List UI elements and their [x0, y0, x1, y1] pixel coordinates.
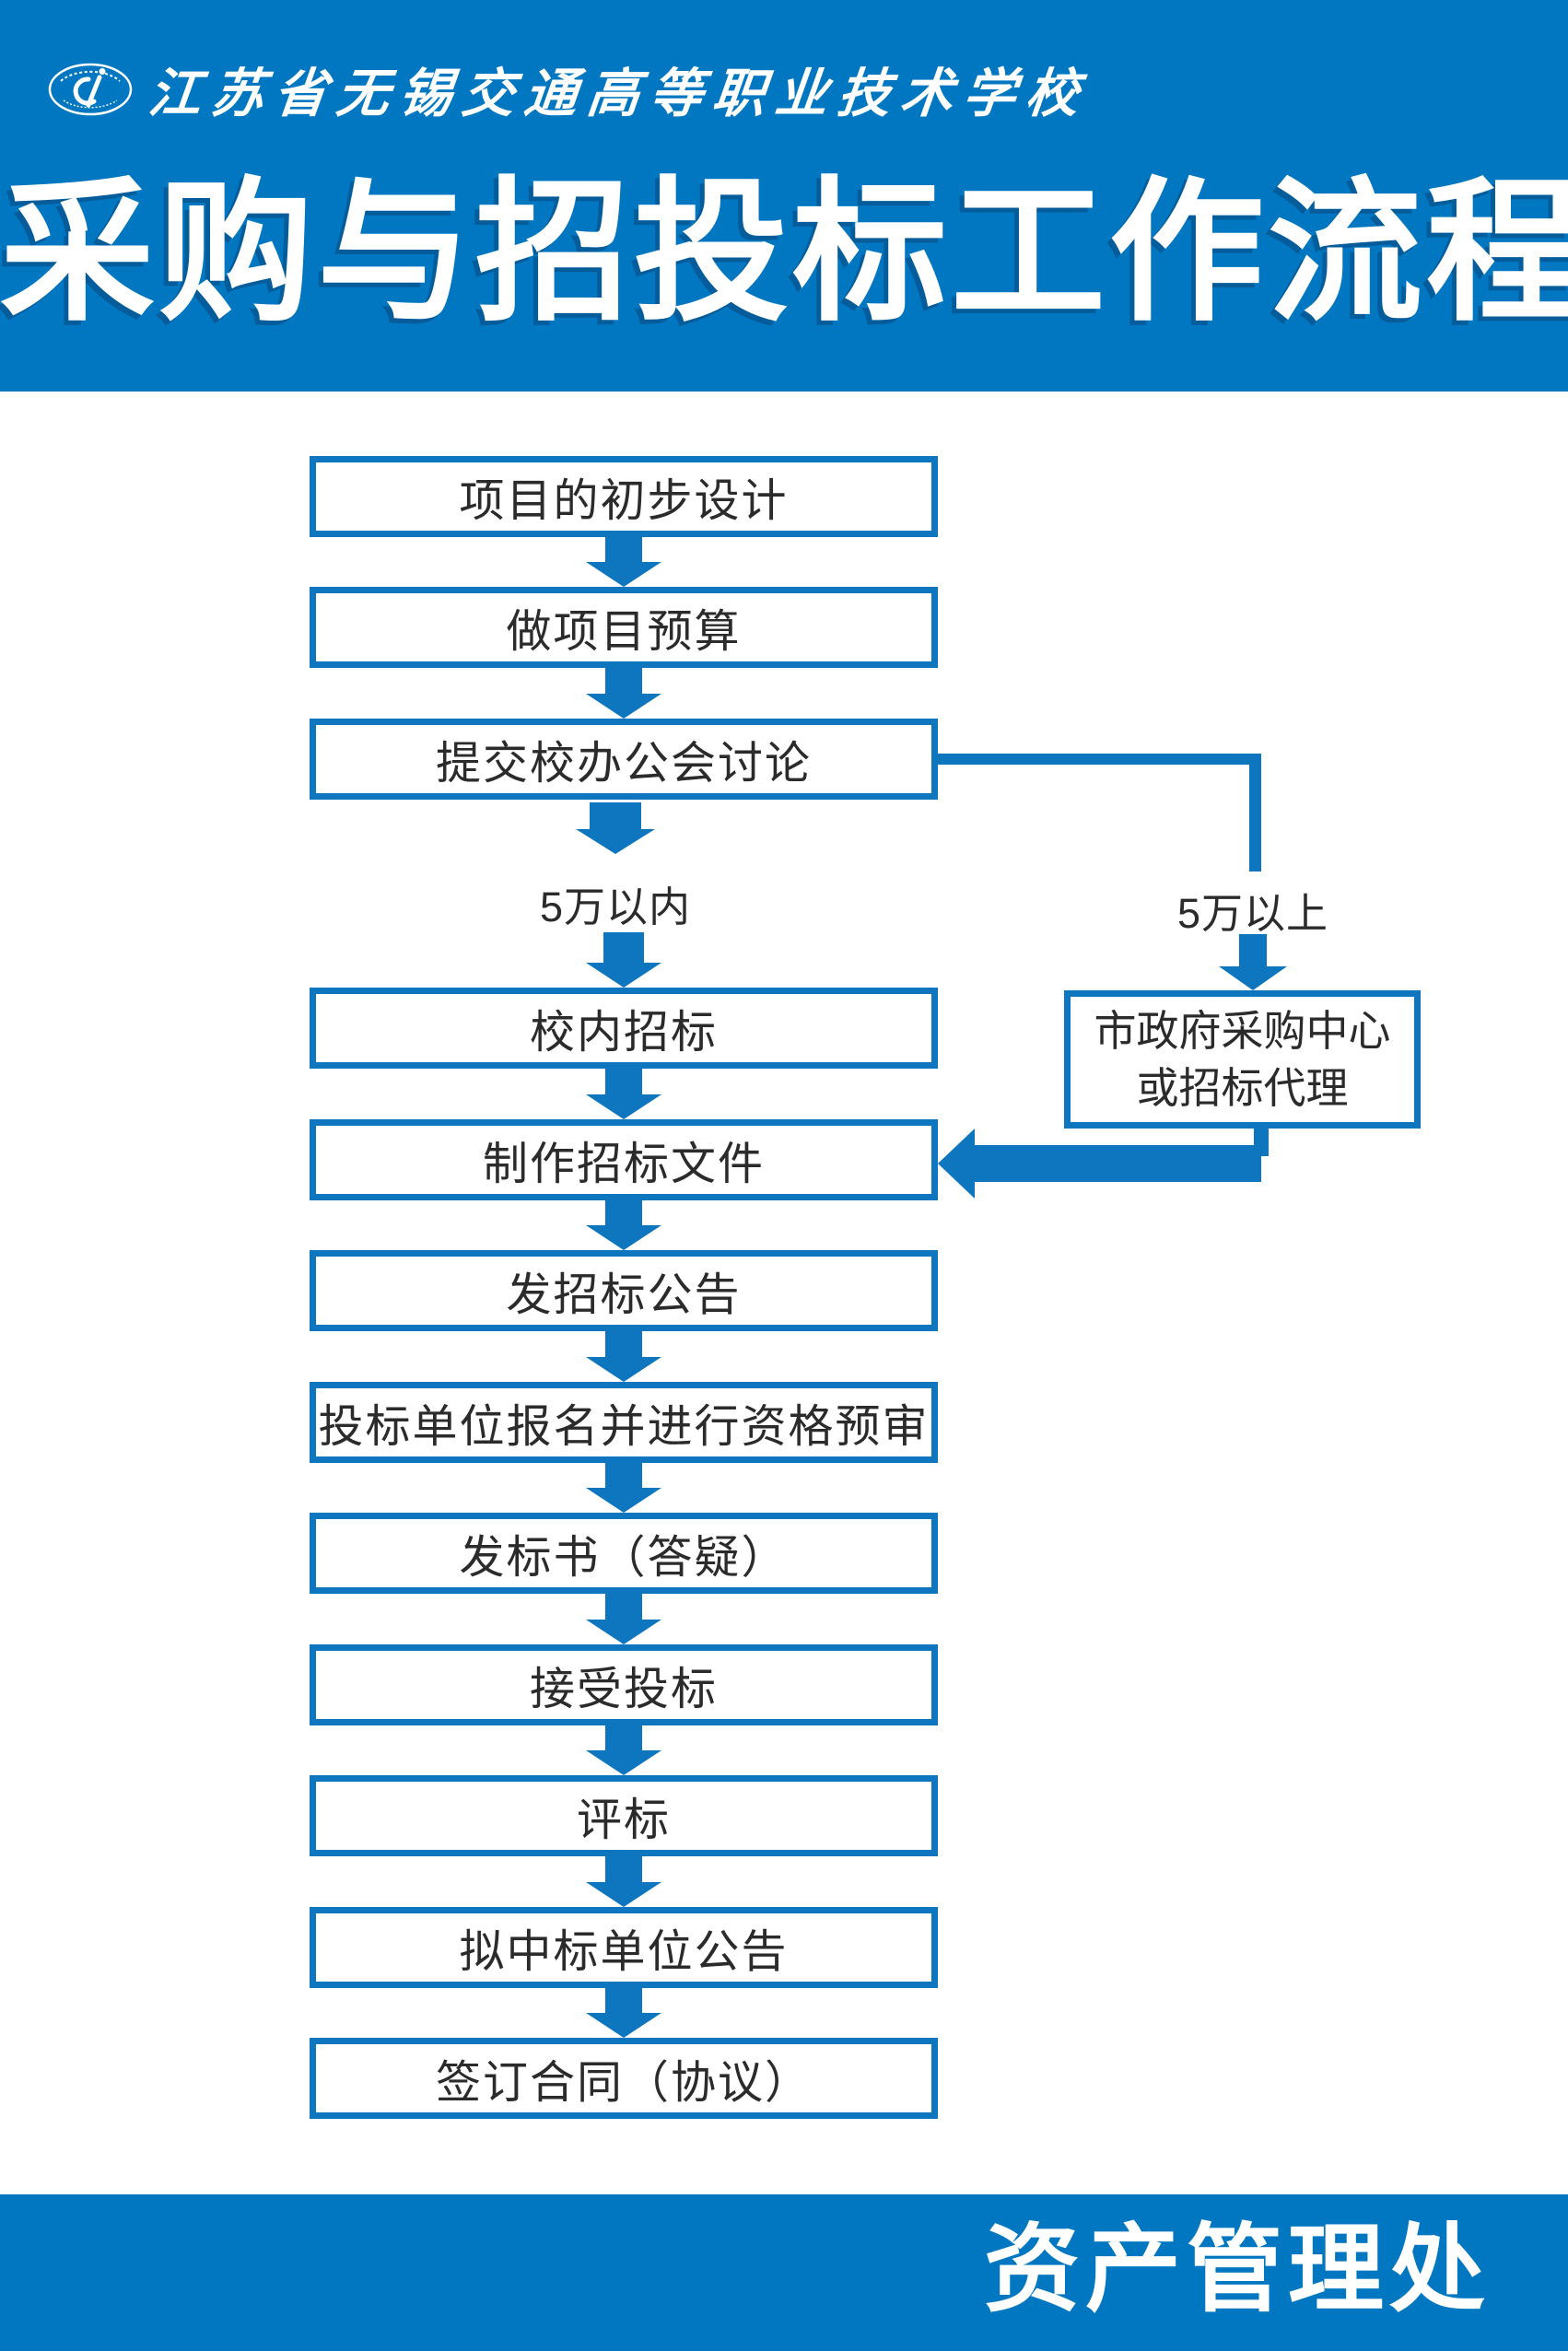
flow-step-sign-contract: 签订合同（协议）: [310, 2038, 938, 2119]
down-arrow: [586, 1856, 661, 1907]
header-band: 江苏省无锡交通高等职业技术学校 采购与招投标工作流程图: [0, 0, 1568, 392]
down-arrow: [586, 1594, 661, 1644]
flow-step-accept-bids: 接受投标: [310, 1644, 938, 1725]
flow-step-winner-notice: 拟中标单位公告: [310, 1907, 938, 1988]
school-logo-icon: [48, 63, 133, 116]
flow-step-evaluation: 评标: [310, 1775, 938, 1856]
branch-label-under-50k: 5万以内: [539, 883, 692, 930]
down-arrow: [1219, 934, 1287, 990]
flow-step-budget: 做项目预算: [310, 587, 938, 668]
branch-label-over-50k: 5万以上: [1176, 890, 1329, 937]
down-arrow: [586, 1725, 661, 1775]
left-arrow-head: [938, 1129, 975, 1199]
down-arrow: [586, 1200, 661, 1250]
flow-step-prequalification: 投标单位报名并进行资格预审: [310, 1382, 938, 1463]
page-title: 采购与招投标工作流程图: [0, 169, 1568, 340]
down-arrow: [586, 1988, 661, 2038]
department-name: 资产管理处: [983, 2217, 1491, 2323]
side-box-line1: 市政府采购中心: [1094, 1007, 1391, 1055]
connector-vertical-line: [1249, 754, 1261, 871]
left-arrow-shaft: [973, 1145, 1261, 1182]
flow-step-issue-bid-docs: 发标书（答疑）: [310, 1513, 938, 1594]
down-arrow: [576, 802, 655, 854]
down-arrow: [586, 668, 661, 719]
down-arrow: [586, 932, 661, 988]
flow-step-preliminary-design: 项目的初步设计: [310, 456, 938, 537]
side-box-line2: 或招标代理: [1136, 1064, 1349, 1112]
school-name: 江苏省无锡交通高等职业技术学校: [146, 65, 1092, 123]
flow-step-announcement: 发招标公告: [310, 1250, 938, 1331]
footer-band: 资产管理处: [0, 2194, 1568, 2351]
flow-step-gov-procurement-center: 市政府采购中心 或招标代理: [1064, 990, 1421, 1129]
flow-step-internal-bidding: 校内招标: [310, 988, 938, 1069]
down-arrow: [586, 1331, 661, 1382]
down-arrow: [586, 537, 661, 587]
flow-step-submit-meeting: 提交校办公会讨论: [310, 719, 938, 800]
connector-horizontal-line: [936, 754, 1261, 765]
flow-step-make-documents: 制作招标文件: [310, 1119, 938, 1200]
down-arrow: [586, 1069, 661, 1119]
down-arrow: [586, 1463, 661, 1513]
